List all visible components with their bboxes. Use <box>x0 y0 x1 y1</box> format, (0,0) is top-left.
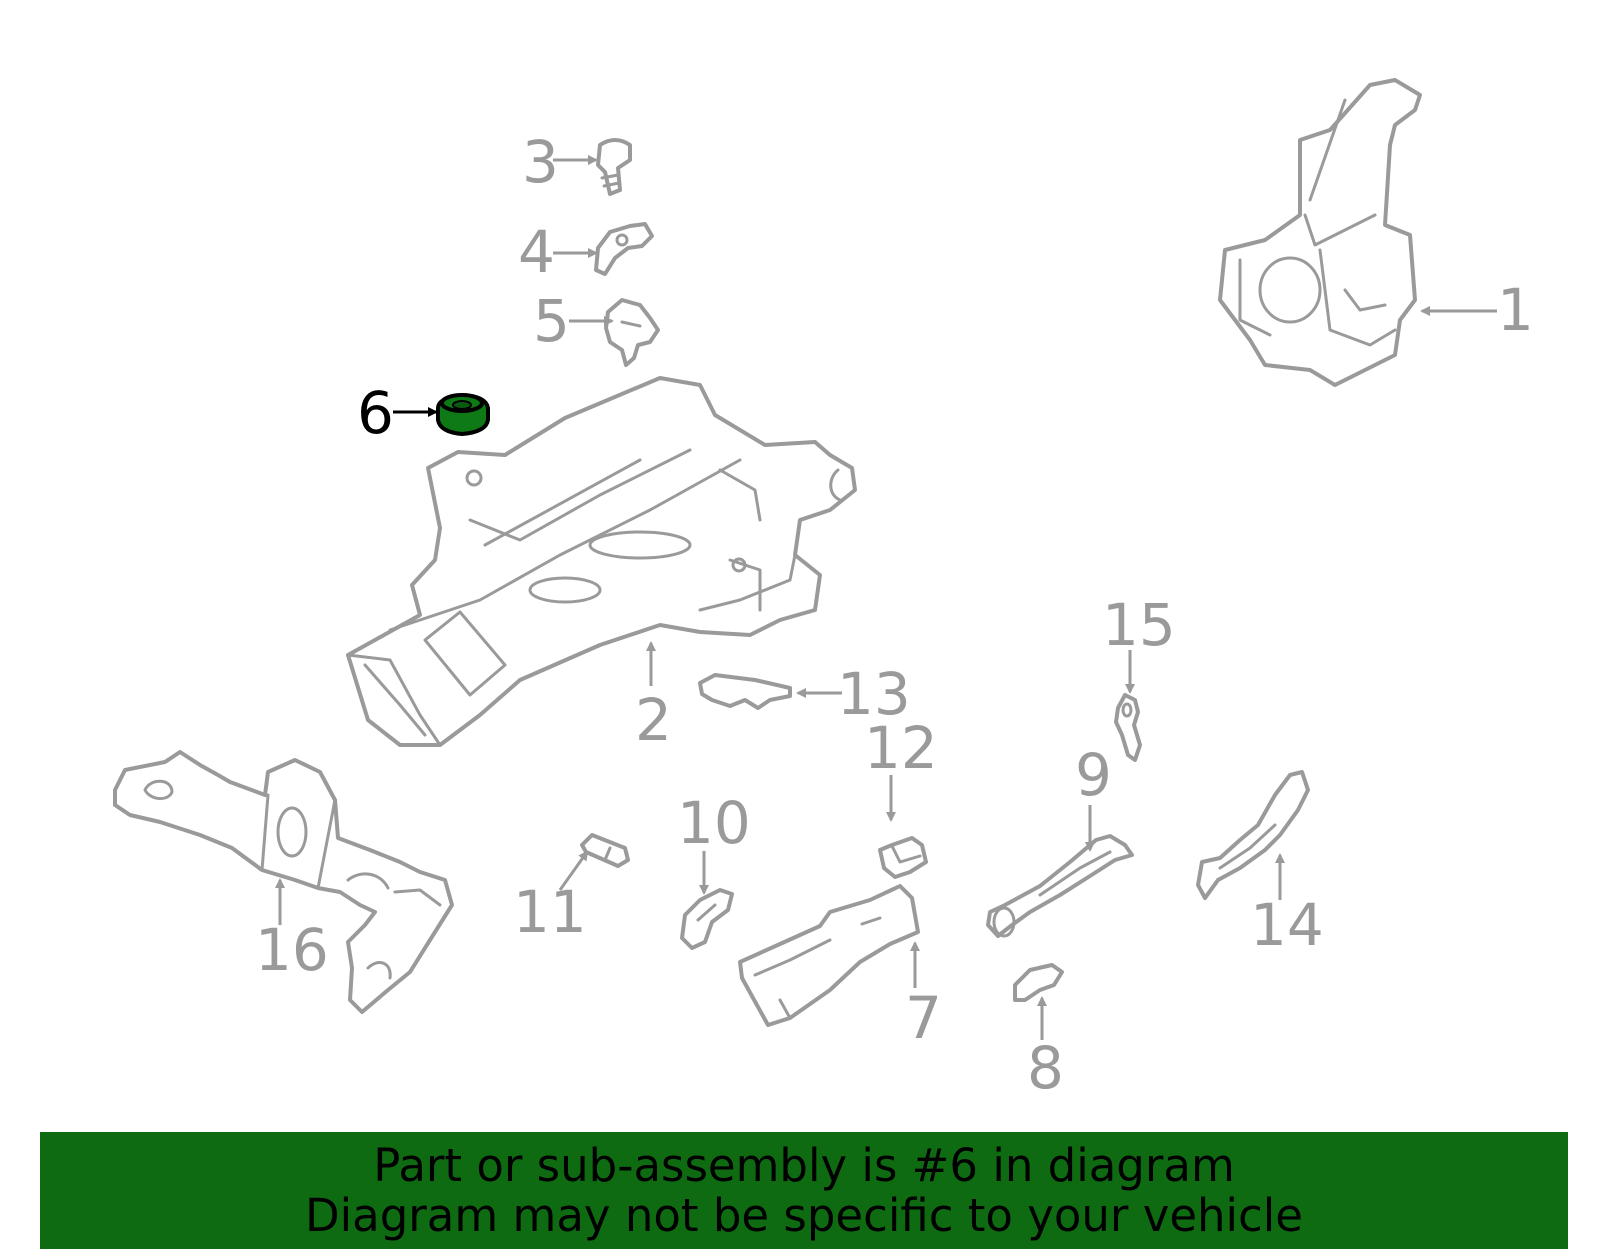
part-13-plate <box>698 673 792 710</box>
part-10-pad <box>680 888 734 950</box>
callout-10: 10 <box>677 789 751 857</box>
part-14-handle <box>1196 770 1310 900</box>
callout-1: 1 <box>1497 276 1534 344</box>
callout-6: 6 <box>357 379 394 447</box>
callout-9: 9 <box>1075 741 1112 809</box>
footer-banner: Part or sub-assembly is #6 in diagram Di… <box>40 1132 1568 1249</box>
part-5-retainer <box>604 298 660 367</box>
part-16-bracket <box>113 750 454 1014</box>
leader-11 <box>558 850 589 891</box>
part-9-arm <box>986 834 1134 938</box>
part-8-clip <box>1013 963 1064 1002</box>
part-1-bracket <box>1218 78 1422 387</box>
callout-15: 15 <box>1102 591 1176 659</box>
part-11-pin <box>580 833 630 868</box>
callout-7: 7 <box>905 984 942 1052</box>
callout-14: 14 <box>1250 891 1324 959</box>
part-12-block <box>878 836 928 879</box>
callout-numbers: 1 2 3 4 5 6 7 8 9 10 11 12 13 14 15 16 <box>255 128 1534 1102</box>
part-15-clip <box>1114 693 1142 762</box>
callout-12: 12 <box>864 714 938 782</box>
part-4-clip <box>594 222 654 276</box>
part-6-bushing <box>436 392 490 437</box>
leader-arrows <box>275 155 1497 1040</box>
part-7-lever <box>738 884 920 1027</box>
callout-2: 2 <box>635 686 672 754</box>
part-3-bolt <box>596 138 632 196</box>
callout-13: 13 <box>837 660 911 728</box>
footer-line-2: Diagram may not be specific to your vehi… <box>305 1188 1303 1242</box>
callout-11: 11 <box>513 878 587 946</box>
callout-8: 8 <box>1027 1034 1064 1102</box>
part-2-housing <box>346 376 857 747</box>
callout-5: 5 <box>533 287 570 355</box>
callout-3: 3 <box>522 128 559 196</box>
footer-line-1: Part or sub-assembly is #6 in diagram <box>373 1138 1235 1192</box>
callout-4: 4 <box>518 218 555 286</box>
callout-16: 16 <box>255 916 329 984</box>
